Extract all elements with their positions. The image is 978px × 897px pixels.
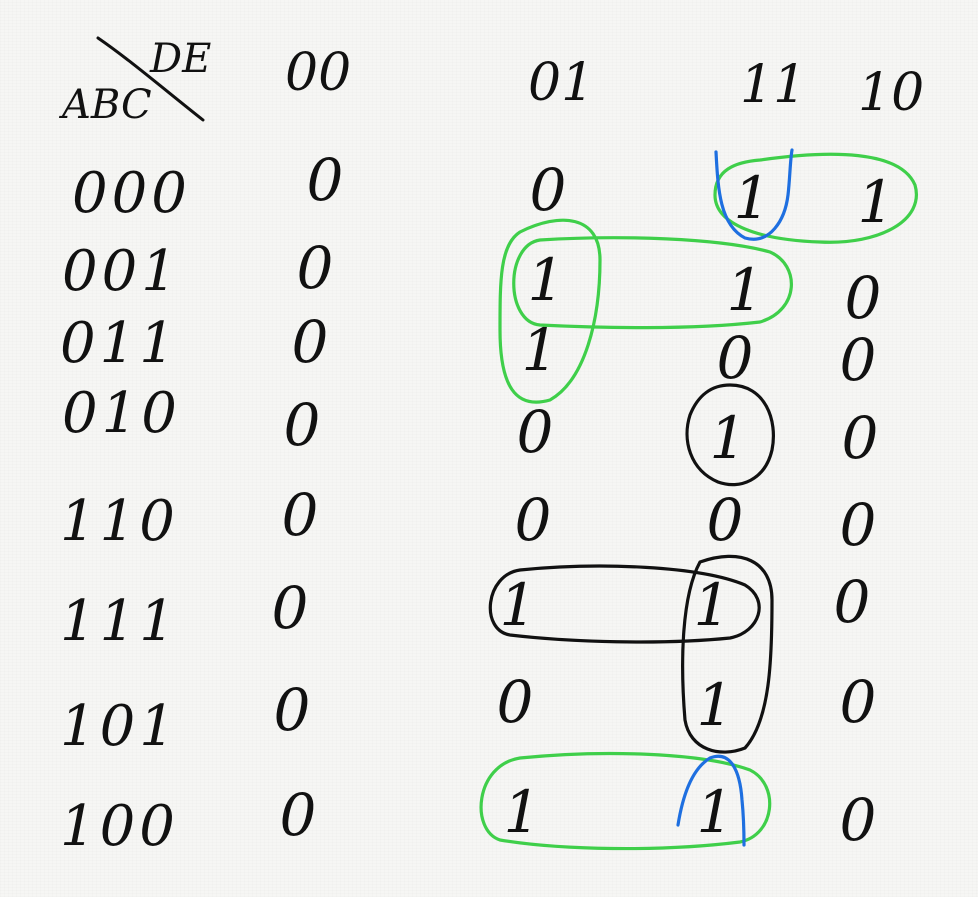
cell-000-01: 0 <box>530 156 567 224</box>
cell-010-10: 0 <box>842 404 879 472</box>
cell-110-01: 0 <box>515 486 552 554</box>
group-loops <box>479 148 918 851</box>
cell-100-00: 0 <box>280 781 317 849</box>
col-header-11: 11 <box>740 55 806 115</box>
group-row010-col11 <box>685 383 775 487</box>
row-label-001: 001 <box>62 239 181 304</box>
cell-110-00: 0 <box>282 481 319 549</box>
row-labels: 000 001 011 010 110 111 101 100 <box>60 161 191 859</box>
cell-011-10: 0 <box>840 326 877 394</box>
cell-000-00: 0 <box>307 146 344 214</box>
cell-001-10: 0 <box>845 264 882 332</box>
cell-010-00: 0 <box>284 391 321 459</box>
cell-001-01: 1 <box>528 246 565 314</box>
cell-100-10: 0 <box>840 786 877 854</box>
cell-111-11: 1 <box>694 571 731 639</box>
cell-100-01: 1 <box>504 778 541 846</box>
cell-101-11: 1 <box>697 671 734 739</box>
cell-011-01: 1 <box>522 316 559 384</box>
group-row100-cols01-11 <box>479 751 772 851</box>
group-rows111-101-col11 <box>681 554 774 754</box>
column-headers: 00 01 11 10 <box>285 43 924 123</box>
group-row000-cols11-10 <box>713 152 918 244</box>
row-label-011: 011 <box>60 311 179 376</box>
wrap-marker-row100-col11 <box>676 754 746 847</box>
cell-101-00: 0 <box>274 676 311 744</box>
col-header-00: 00 <box>285 43 351 103</box>
cell-010-01: 0 <box>517 398 554 466</box>
row-label-010: 010 <box>62 381 181 446</box>
cell-grid: 0 0 1 1 0 1 1 0 0 1 0 0 0 0 1 0 0 0 0 0 … <box>272 146 895 854</box>
cell-101-01: 0 <box>497 668 534 736</box>
cell-111-10: 0 <box>834 568 871 636</box>
cell-010-11: 1 <box>710 404 747 472</box>
corner-col-label: DE <box>149 36 211 82</box>
row-label-110: 110 <box>60 489 179 554</box>
cell-001-00: 0 <box>297 234 334 302</box>
cell-011-11: 0 <box>717 324 754 392</box>
cell-000-11: 1 <box>734 164 771 232</box>
cell-000-10: 1 <box>858 168 895 236</box>
cell-100-11: 1 <box>697 778 734 846</box>
row-label-111: 111 <box>60 589 179 654</box>
corner-diagonal-line <box>96 36 205 122</box>
group-row111-cols01-11 <box>488 564 761 644</box>
col-header-01: 01 <box>528 53 594 113</box>
cell-110-10: 0 <box>840 491 877 559</box>
row-label-000: 000 <box>72 161 191 226</box>
cell-101-10: 0 <box>840 668 877 736</box>
cell-110-11: 0 <box>707 486 744 554</box>
group-row001-cols01-11 <box>512 236 793 330</box>
col-header-10: 10 <box>858 63 924 123</box>
cell-011-00: 0 <box>292 308 329 376</box>
corner-row-label: ABC <box>58 82 152 128</box>
cell-111-00: 0 <box>272 574 309 642</box>
wrap-marker-row000-col11 <box>714 148 794 241</box>
row-label-101: 101 <box>60 694 179 759</box>
cell-001-11: 1 <box>727 256 764 324</box>
group-rows001-011-col01 <box>498 218 602 404</box>
row-label-100: 100 <box>60 794 179 859</box>
cell-111-01: 1 <box>500 571 537 639</box>
